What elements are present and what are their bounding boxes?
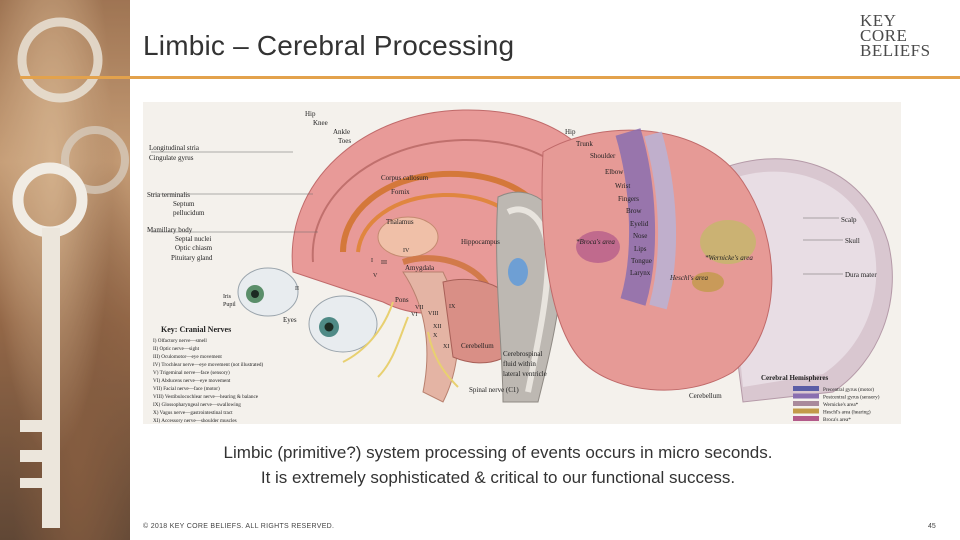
label-iris: Iris <box>223 294 232 300</box>
label-stria-terminalis: Stria terminalis <box>147 191 190 199</box>
label-cerebellum-lateral: Cerebellum <box>689 392 722 400</box>
title-divider <box>20 76 960 79</box>
copyright-footer: © 2018 KEY CORE BELIEFS. ALL RIGHTS RESE… <box>143 523 335 530</box>
label-brocas-area: *Broca's area <box>576 238 615 246</box>
hemisphere-label: Wernicke's area* <box>823 402 859 408</box>
cranial-key-item: I) Olfactory nerve—smell <box>153 337 207 344</box>
cranial-key-item: II) Optic nerve—sight <box>153 345 200 352</box>
nerve-numeral-5: V <box>373 273 378 279</box>
label-toes: Toes <box>338 137 351 145</box>
decorative-key-strip <box>0 0 130 540</box>
logo-line-1: KEY <box>860 11 897 30</box>
label-septal-nuclei: Septal nuclei <box>175 235 211 243</box>
label-fluid-within: fluid within <box>503 360 536 368</box>
label-thalamus: Thalamus <box>386 218 414 226</box>
hemispheres-key: Precentral gyrus (motor)Postcentral gyru… <box>793 386 880 423</box>
cranial-key-item: IX) Glossopharyngeal nerve—swallowing <box>153 401 241 408</box>
hemispheres-key-title: Cerebral Hemispheres <box>761 374 828 382</box>
label-septum: Septum <box>173 200 195 208</box>
nerve-numeral-9: IX <box>449 304 456 310</box>
key-core-beliefs-logo: KEY CORE BELIEFS <box>860 11 950 60</box>
label-trunk: Trunk <box>576 140 593 148</box>
label-fingers: Fingers <box>618 195 639 203</box>
hemisphere-label: Postcentral gyrus (sensory) <box>823 394 880 401</box>
label-skull: Skull <box>845 237 860 245</box>
cranial-key-item: X) Vagus nerve—gastrointestinal tract <box>153 409 233 416</box>
hemisphere-swatch <box>793 386 819 391</box>
nerve-numeral-10: X <box>433 333 438 339</box>
label-lateral-ventricle: lateral ventricle <box>503 370 547 378</box>
label-elbow: Elbow <box>605 168 624 176</box>
nerve-numeral-4: IV <box>403 248 410 254</box>
label-dura-mater: Dura mater <box>845 271 877 279</box>
nerve-numeral-7: VII <box>415 305 423 311</box>
label-hippocampus: Hippocampus <box>461 238 500 246</box>
label-spinal-nerve: Spinal nerve (C1) <box>469 386 519 394</box>
label-knee: Knee <box>313 119 328 127</box>
label-nose: Nose <box>633 232 647 240</box>
slide-title: Limbic – Cerebral Processing <box>143 30 515 61</box>
label-brow: Brow <box>626 207 643 215</box>
hemisphere-label: Heschl's area (hearing) <box>823 409 871 416</box>
label-pons: Pons <box>395 296 409 304</box>
nerve-numeral-6: VI <box>411 312 417 318</box>
slide-caption: Limbic (primitive?) system processing of… <box>143 440 853 490</box>
hemisphere-swatch <box>793 393 819 399</box>
label-wrist: Wrist <box>615 182 630 190</box>
cranial-key-item: XI) Accessory nerve—shoulder muscles <box>153 417 237 424</box>
label-pupil: Pupil <box>223 302 236 308</box>
nerve-numeral-11: XI <box>443 344 449 350</box>
cranial-key-item: IV) Trochlear nerve—eye movement (not il… <box>153 361 263 368</box>
label-cingulate-gyrus: Cingulate gyrus <box>149 154 194 162</box>
label-larynx: Larynx <box>630 269 651 277</box>
label-pellucidum: pellucidum <box>173 209 205 217</box>
label-cerebellum-sagittal: Cerebellum <box>461 342 494 350</box>
label-heschls-area: Heschl's area <box>669 274 708 282</box>
label-ankle: Ankle <box>333 128 350 136</box>
label-hip-sagittal: Hip <box>305 110 316 118</box>
label-amygdala: Amygdala <box>405 264 435 272</box>
label-corpus-callosum: Corpus callosum <box>381 174 429 182</box>
cranial-key-item: V) Trigeminal nerve—face (sensory) <box>153 369 230 376</box>
label-wernickes-area: *Wernicke's area <box>705 254 753 262</box>
caption-line-2: It is extremely sophisticated & critical… <box>260 468 736 487</box>
cranial-key-title: Key: Cranial Nerves <box>161 325 231 334</box>
label-hip-homunculus: Hip <box>565 128 576 136</box>
label-tongue: Tongue <box>631 257 652 265</box>
logo-line-3: BELIEFS <box>860 41 931 60</box>
logo-line-2: CORE <box>860 26 908 45</box>
cranial-key-item: III) Oculomotor—eye movement <box>153 353 222 360</box>
label-mamillary-body: Mamillary body <box>147 226 193 234</box>
nerve-numeral-8: VIII <box>428 311 438 317</box>
cranial-key-item: VI) Abducens nerve—eye movement <box>153 377 231 384</box>
label-shoulder: Shoulder <box>590 152 616 160</box>
nerve-numeral-1: I <box>371 258 373 264</box>
label-eyes: Eyes <box>283 316 297 324</box>
hemisphere-swatch <box>793 408 819 414</box>
label-fornix: Fornix <box>391 188 410 196</box>
label-pituitary-gland: Pituitary gland <box>171 254 213 262</box>
brain-illustration: Hip Knee Ankle Toes Longitudinal stria C… <box>143 102 901 424</box>
label-scalp: Scalp <box>841 216 857 224</box>
hemisphere-swatch <box>793 416 819 421</box>
cranial-key-item: VII) Facial nerve—face (motor) <box>153 385 220 392</box>
label-lips: Lips <box>634 245 647 253</box>
label-longitudinal-stria: Longitudinal stria <box>149 144 200 152</box>
page-number: 45 <box>928 523 936 530</box>
hemisphere-swatch <box>793 401 819 406</box>
label-eyelid: Eyelid <box>630 220 649 228</box>
hemisphere-label: Precentral gyrus (motor) <box>823 386 874 393</box>
caption-line-1: Limbic (primitive?) system processing of… <box>223 443 773 462</box>
label-optic-chiasm: Optic chiasm <box>175 244 213 252</box>
nerve-numeral-12: XII <box>433 324 441 330</box>
nerve-numeral-3: III <box>381 260 387 266</box>
hemisphere-label: Broca's area* <box>823 417 851 423</box>
cranial-key-item: VIII) Vestibulocochlear nerve—hearing & … <box>153 393 259 400</box>
nerve-numeral-2: II <box>295 286 299 292</box>
label-cerebrospinal: Cerebrospinal <box>503 350 542 358</box>
